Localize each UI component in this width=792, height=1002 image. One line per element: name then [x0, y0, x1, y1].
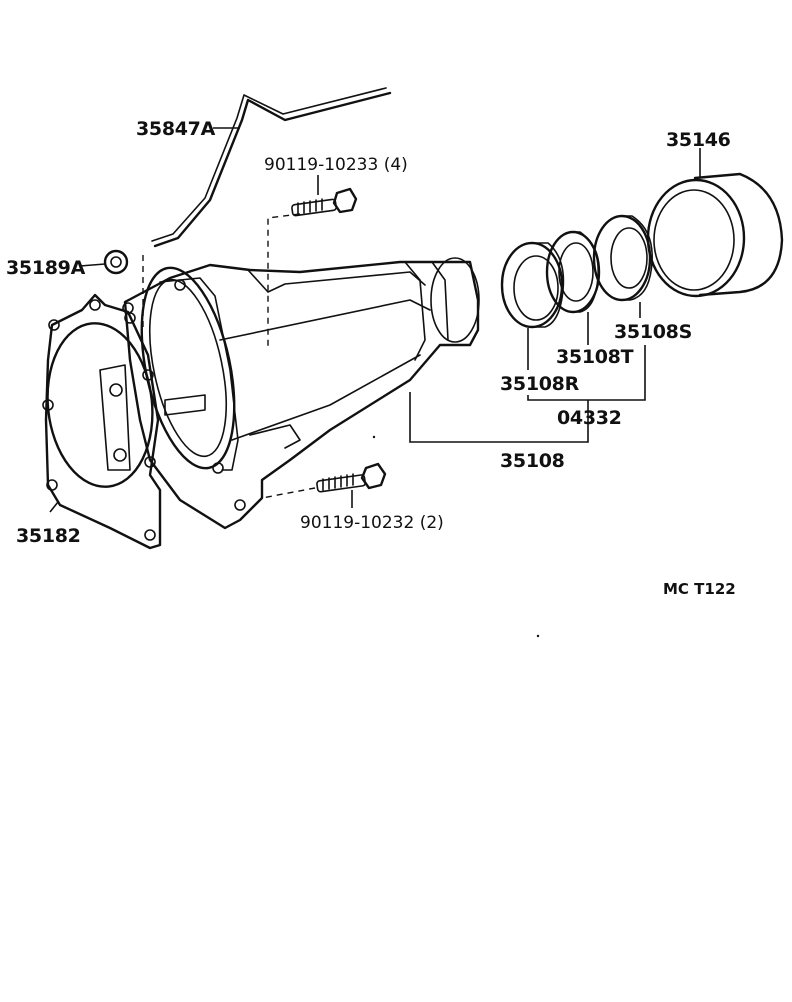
- dashline-bolt-lower: [261, 487, 316, 499]
- leader-plug: [79, 263, 106, 267]
- diagram-code: MC T122: [663, 580, 736, 598]
- speck: [372, 435, 376, 439]
- plug[interactable]: [103, 249, 129, 275]
- label-seal-s: 35108S: [614, 321, 692, 343]
- label-seal-t: 35108T: [556, 346, 634, 368]
- leader-extension-housing: [409, 392, 589, 443]
- label-bolt-upper: 90119-10233 (4): [264, 155, 408, 175]
- seal-s[interactable]: [592, 214, 653, 302]
- seal-t[interactable]: [545, 230, 601, 314]
- label-sleeve: 35146: [666, 129, 731, 151]
- breather-tube[interactable]: [151, 87, 392, 248]
- label-plug: 35189A: [6, 257, 86, 279]
- seal-r[interactable]: [500, 241, 565, 329]
- label-extension-housing: 35108: [500, 450, 565, 472]
- label-gasket: 35182: [16, 525, 81, 547]
- extension-housing[interactable]: [99, 257, 480, 530]
- leader-kit: [527, 345, 646, 401]
- label-bolt-lower: 90119-10232 (2): [300, 513, 444, 533]
- bolt-lower[interactable]: [316, 462, 387, 493]
- label-kit: 04332: [557, 407, 622, 429]
- speck: [536, 634, 540, 638]
- label-seal-r: 35108R: [500, 373, 580, 395]
- bolt-upper[interactable]: [291, 187, 358, 217]
- label-breather-tube: 35847A: [136, 118, 216, 140]
- sleeve[interactable]: [646, 172, 784, 298]
- leader-gasket: [49, 501, 59, 513]
